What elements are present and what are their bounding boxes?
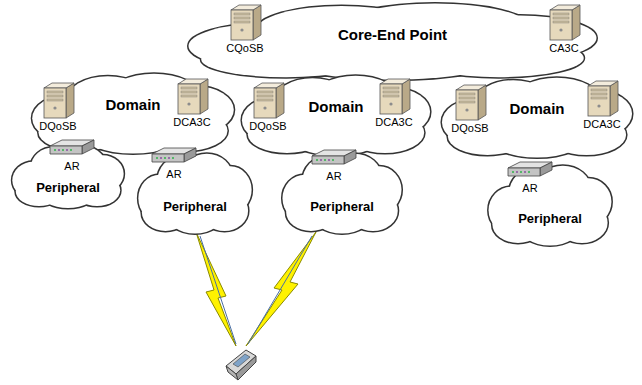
router-icon (150, 146, 198, 168)
network-cloud: Peripheral AR (486, 164, 614, 248)
server-node: DQoSB (246, 82, 290, 132)
server-icon (374, 78, 414, 116)
router-node: AR (506, 160, 554, 196)
device-label: DCA3C (173, 116, 210, 128)
router-node: AR (48, 138, 96, 174)
network-cloud: Peripheral AR (10, 144, 126, 210)
device-label: DCA3C (583, 118, 620, 130)
wireless-link (196, 232, 236, 346)
server-node: DCA3C (170, 78, 214, 128)
cloud-label: Domain (509, 100, 564, 117)
network-cloud: Peripheral AR (280, 152, 404, 236)
cloud-label: Domain (308, 98, 363, 115)
mobile-phone (226, 350, 256, 380)
wireless-line (248, 236, 312, 344)
device-label: AR (326, 170, 341, 182)
device-label: DCA3C (375, 116, 412, 128)
device-label: AR (166, 168, 181, 180)
server-icon (38, 82, 78, 120)
wireless-line (200, 236, 236, 344)
router-node: AR (310, 148, 358, 184)
server-node: DCA3C (372, 78, 416, 128)
device-label: CQoSB (226, 42, 263, 54)
device-label: DQoSB (249, 120, 286, 132)
network-cloud: DomainDQoSB DCA3C (238, 74, 434, 158)
device-label: CA3C (549, 42, 578, 54)
server-icon (544, 4, 584, 42)
device-label: AR (522, 182, 537, 194)
cloud-label: Peripheral (310, 199, 374, 214)
device-label: AR (64, 160, 79, 172)
server-node: DQoSB (36, 82, 80, 132)
server-node: CA3C (538, 4, 590, 54)
cloud-label: Peripheral (518, 211, 582, 226)
cloud-label: Peripheral (36, 180, 100, 195)
router-icon (48, 138, 96, 160)
router-node: AR (150, 146, 198, 182)
cloud-label: Peripheral (163, 199, 227, 214)
server-icon (450, 84, 490, 122)
cloud-shape (136, 152, 254, 236)
network-cloud: Peripheral AR (136, 152, 254, 236)
network-cloud: DomainDQoSB DCA3C (438, 76, 636, 160)
cloud-shape (486, 164, 614, 248)
server-icon (582, 80, 622, 118)
cloud-label: Domain (105, 96, 160, 113)
server-icon (248, 82, 288, 120)
network-cloud: Core-End PointCQoSB CA3C (180, 2, 605, 82)
server-node: CQoSB (222, 4, 268, 54)
device-label: DQoSB (39, 120, 76, 132)
device-label: DQoSB (451, 122, 488, 134)
wireless-link (246, 232, 316, 346)
router-icon (310, 148, 358, 170)
server-node: DCA3C (580, 80, 624, 130)
router-icon (506, 160, 554, 182)
server-node: DQoSB (448, 84, 492, 134)
server-icon (225, 4, 265, 42)
cloud-shape (280, 152, 404, 236)
cloud-label: Core-End Point (338, 26, 447, 43)
server-icon (172, 78, 212, 116)
